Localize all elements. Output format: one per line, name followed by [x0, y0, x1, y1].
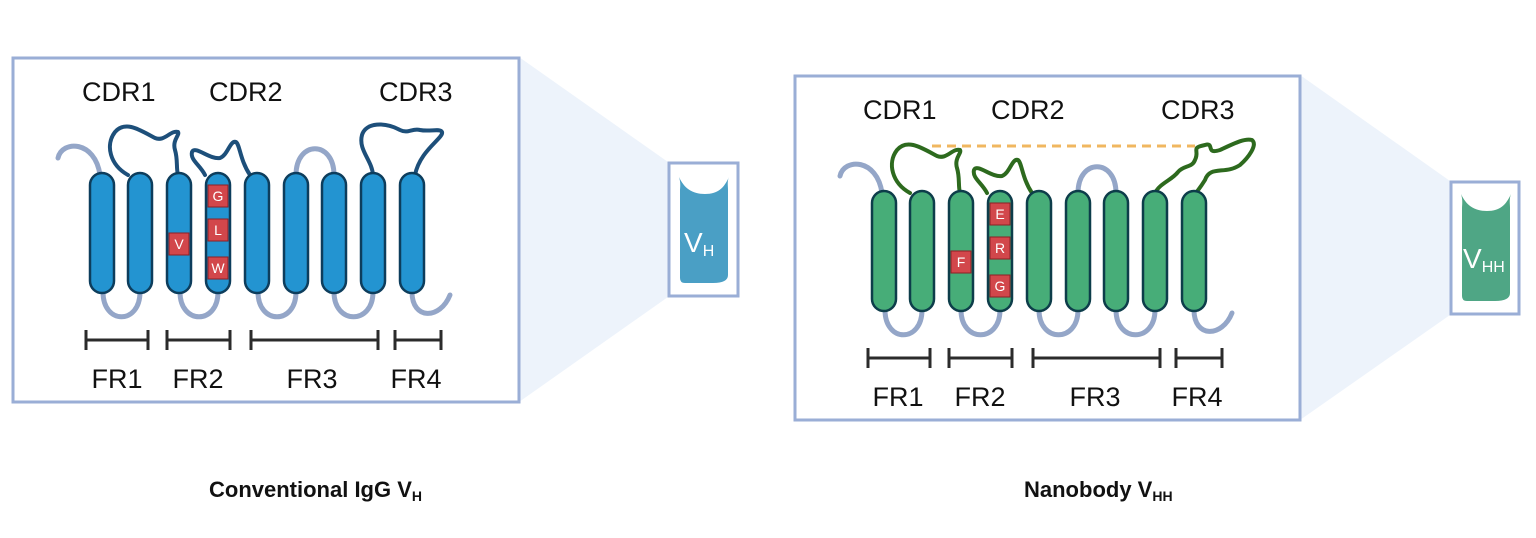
fr3-bracket: [249, 330, 380, 350]
residue-box: [207, 256, 229, 280]
fr3-bracket: [1031, 348, 1162, 368]
strand-5: [1025, 189, 1053, 313]
top-loop-6-7: [293, 146, 337, 178]
zoom-projection: [519, 57, 668, 402]
bottom-loop-7-8: [1113, 307, 1158, 338]
strand-5: [243, 171, 271, 295]
residue-box: [168, 232, 190, 256]
cdr-loops: [107, 122, 444, 177]
n-terminal-tail: [55, 143, 103, 178]
fr4-label: FR4: [390, 364, 441, 394]
c-terminal-tail: [409, 289, 453, 316]
vhh-domain-label: VHH: [1463, 243, 1505, 276]
residue-g: G: [995, 278, 1006, 294]
strand-2: [908, 189, 936, 313]
residue-f: F: [957, 254, 966, 270]
n-terminal-tail: [837, 161, 885, 196]
residue-v: V: [174, 236, 184, 252]
residue-r: R: [995, 240, 1005, 256]
cdr2-loop: [189, 139, 252, 177]
cdr3-label: CDR3: [1161, 95, 1235, 125]
strand-7: [320, 171, 348, 295]
cdr3-label: CDR3: [379, 77, 453, 107]
strand-2: [126, 171, 154, 295]
residue-e: E: [995, 206, 1004, 222]
residue-box: [950, 250, 972, 274]
residue-g: G: [213, 188, 224, 204]
bottom-loop-3-4: [958, 307, 1003, 338]
cdr3-loop: [359, 122, 444, 177]
residue-box: [989, 202, 1011, 226]
cdr-loops: [889, 137, 1256, 195]
cdr2-label: CDR2: [209, 77, 283, 107]
fr4-bracket: [1174, 348, 1224, 368]
cdr2-loop: [971, 157, 1034, 195]
fr1-bracket: [84, 330, 150, 350]
vhh-domain-icon: [1461, 194, 1511, 301]
fr2-label: FR2: [172, 364, 223, 394]
framework-brackets: [84, 330, 443, 350]
strand-1: [870, 189, 898, 313]
bottom-loop-1-2: [100, 289, 143, 320]
residue-l: L: [214, 222, 222, 238]
c-terminal-tail: [1191, 307, 1235, 334]
fr1-label: FR1: [872, 382, 923, 412]
strand-1: [88, 171, 116, 295]
strand-9: [398, 171, 426, 295]
fr2-bracket: [165, 330, 232, 350]
strand-9: [1180, 189, 1208, 313]
top-loop-6-7: [1075, 164, 1119, 196]
vh-domain-label: VH: [684, 227, 714, 260]
residue-box: [989, 236, 1011, 260]
fr4-label: FR4: [1171, 382, 1222, 412]
fr2-label: FR2: [954, 382, 1005, 412]
hallmark-residues: F E R G: [950, 202, 1011, 298]
beta-strands: [870, 189, 1208, 313]
framework-loops: [55, 143, 453, 320]
hallmark-residues: V G L W: [168, 184, 229, 280]
bottom-loop-7-8: [331, 289, 376, 320]
residue-box: [207, 218, 229, 242]
framework-brackets: [866, 348, 1224, 368]
cdr1-loop: [107, 124, 181, 177]
fr3-label: FR3: [286, 364, 337, 394]
zoom-projection: [1300, 75, 1450, 420]
bottom-loop-5-6: [255, 289, 299, 320]
strand-6: [1064, 189, 1092, 313]
cdr1-loop: [889, 142, 963, 195]
nanobody-panel: CDR1 CDR2 CDR3: [793, 74, 1521, 504]
nanobody-caption: Nanobody VHH: [1024, 477, 1173, 504]
fr4-bracket: [393, 330, 443, 350]
cdr1-label: CDR1: [863, 95, 937, 125]
bottom-loop-3-4: [177, 289, 221, 320]
fr1-label: FR1: [91, 364, 142, 394]
strand-8: [359, 171, 387, 295]
beta-strands: [88, 171, 426, 295]
framework-loops: [837, 161, 1235, 338]
strand-7: [1102, 189, 1130, 313]
bottom-loop-1-2: [882, 307, 925, 338]
residue-box: [207, 184, 229, 208]
conventional-panel: CDR1 CDR2 CDR3: [11, 56, 740, 504]
cdr1-label: CDR1: [82, 77, 156, 107]
fr3-label: FR3: [1069, 382, 1120, 412]
cdr2-label: CDR2: [991, 95, 1065, 125]
conventional-caption: Conventional IgG VH: [209, 477, 422, 504]
vh-domain-icon: [679, 177, 729, 283]
fr2-bracket: [947, 348, 1014, 368]
residue-w: W: [211, 260, 225, 276]
residue-box: [989, 274, 1011, 298]
strand-8: [1141, 189, 1169, 313]
strand-6: [282, 171, 310, 295]
bottom-loop-5-6: [1036, 307, 1081, 338]
fr1-bracket: [866, 348, 932, 368]
cdr3-loop: [1153, 137, 1256, 195]
